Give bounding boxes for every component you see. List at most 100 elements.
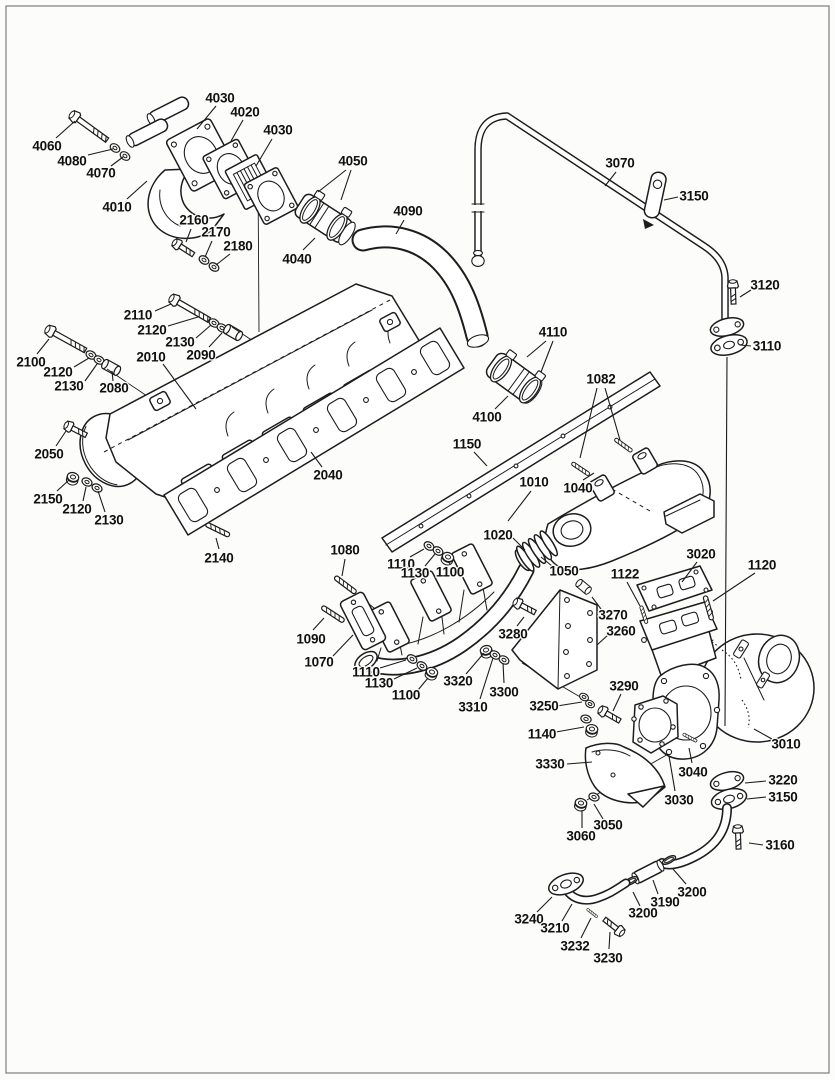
turbo-heat-shield (573, 742, 666, 813)
leader-line-4070-5 (110, 156, 124, 167)
leader-line-1050-39 (540, 556, 553, 567)
part-label-2040-34: 2040 (313, 468, 342, 483)
part-label-1100-48: 1100 (392, 688, 421, 703)
leader-line-2120-22 (73, 357, 90, 368)
part-label-3150-14: 3150 (679, 189, 708, 204)
leader-line-3330-67 (566, 761, 593, 765)
leader-line-2170-10 (204, 240, 213, 258)
part-label-3220-64: 3220 (768, 773, 797, 788)
turbine-gasket-3030 (631, 695, 679, 754)
part-label-3010-61: 3010 (771, 737, 800, 752)
leader-line-3050-69 (593, 803, 604, 820)
part-label-1040-37: 1040 (563, 481, 592, 496)
nut-2150 (64, 470, 81, 487)
stud-1082b (613, 437, 634, 454)
part-label-3150-65: 3150 (768, 790, 797, 805)
leader-line-2100-21 (36, 338, 50, 355)
washer-4070 (117, 149, 133, 163)
stud-3232 (585, 907, 599, 919)
part-label-1020-38: 1020 (483, 528, 512, 543)
stud-1082a (570, 460, 591, 477)
leader-line-3010-61 (753, 728, 773, 740)
leader-line-1100-43 (447, 560, 451, 565)
leader-line-1130-47 (393, 667, 418, 680)
spacer-2080 (99, 357, 123, 378)
part-label-1070-45: 1070 (304, 655, 333, 670)
leader-line-3300-51 (502, 662, 505, 684)
leader-line-2150-30 (56, 479, 70, 492)
washer-2170 (196, 253, 212, 267)
leader-line-4050-7 (340, 169, 352, 201)
part-label-2110-17: 2110 (124, 308, 153, 323)
part-label-3320-49: 3320 (443, 674, 472, 689)
washer-4080 (107, 141, 123, 155)
part-label-2050-29: 2050 (34, 447, 63, 462)
leader-line-3230-73 (608, 931, 611, 950)
leader-line-3260-54 (596, 633, 610, 646)
pipe-bracket (643, 171, 667, 219)
part-label-3020-58: 3020 (686, 547, 715, 562)
part-label-3070-13: 3070 (605, 156, 634, 171)
oil-flange-gasket (710, 334, 748, 356)
leader-line-3220-64 (744, 780, 767, 784)
bolt-3280 (510, 595, 539, 618)
leader-line-4080-4 (87, 148, 114, 156)
leader-line-2040-34 (310, 451, 323, 468)
part-label-1050-39: 1050 (549, 564, 578, 579)
spacer-3270 (574, 577, 594, 596)
part-label-2160-9: 2160 (179, 213, 208, 228)
part-label-4030-2: 4030 (263, 123, 292, 138)
leader-line-2130-19 (195, 324, 212, 339)
part-label-3210-71: 3210 (540, 921, 569, 936)
leader-line-3110-16 (739, 344, 752, 347)
part-label-3160-66: 3160 (765, 838, 794, 853)
part-label-3230-73: 3230 (593, 951, 622, 966)
leader-line-4110-26 (540, 340, 554, 373)
leader-line-4050-7 (317, 169, 347, 193)
part-label-1130-42: 1130 (401, 566, 430, 581)
leader-line-3310-50 (479, 657, 494, 700)
leader-line-3270-53 (591, 596, 602, 610)
stud-2140 (204, 521, 231, 539)
intake-gasket (163, 327, 465, 536)
leader-line-1082-28 (579, 387, 598, 459)
leader-line-3150-65 (746, 796, 767, 800)
part-label-2130-32: 2130 (94, 513, 123, 528)
part-label-4100-27: 4100 (472, 410, 501, 425)
washer-1140a (579, 713, 593, 725)
leader-line-2160-9 (185, 228, 192, 243)
part-label-3260-54: 3260 (606, 624, 635, 639)
leader-line-4060-3 (55, 120, 76, 139)
leader-line-2050-29 (55, 430, 67, 447)
leader-line-1082-28 (604, 387, 621, 441)
leader-line-2130-32 (97, 490, 106, 513)
part-label-1140-57: 1140 (528, 727, 557, 742)
leader-line-3110-16 (724, 356, 728, 727)
leader-line-2110-17 (154, 303, 172, 312)
part-label-2180-11: 2180 (223, 239, 252, 254)
part-label-1010-36: 1010 (519, 475, 548, 490)
leader-line-2090-20 (208, 332, 223, 348)
leader-line-4030-0 (196, 105, 217, 130)
oil-supply-line-assembly (471, 112, 748, 356)
leader-line-4090-8 (395, 219, 405, 235)
bolt-3290 (595, 703, 624, 727)
manifold-foot-1040a (589, 474, 615, 502)
part-label-3310-50: 3310 (458, 700, 487, 715)
bolt-2110 (166, 291, 213, 326)
drain-flange-3240 (548, 872, 584, 896)
part-label-4050-7: 4050 (338, 154, 367, 169)
oil-supply-pipe (474, 112, 729, 324)
part-label-1150-35: 1150 (453, 437, 482, 452)
leader-line-3070-13 (604, 171, 617, 187)
part-label-2130-19: 2130 (165, 335, 194, 350)
part-label-3200-76: 3200 (677, 885, 706, 900)
leader-line-4010-6 (126, 180, 148, 200)
pipe-end-flange (709, 317, 745, 337)
leader-line-1122-59 (626, 581, 641, 607)
intake-elbow-body (147, 168, 225, 240)
part-label-4080-4: 4080 (57, 154, 86, 169)
part-label-1122-59: 1122 (611, 567, 640, 582)
part-label-2140-33: 2140 (204, 551, 233, 566)
